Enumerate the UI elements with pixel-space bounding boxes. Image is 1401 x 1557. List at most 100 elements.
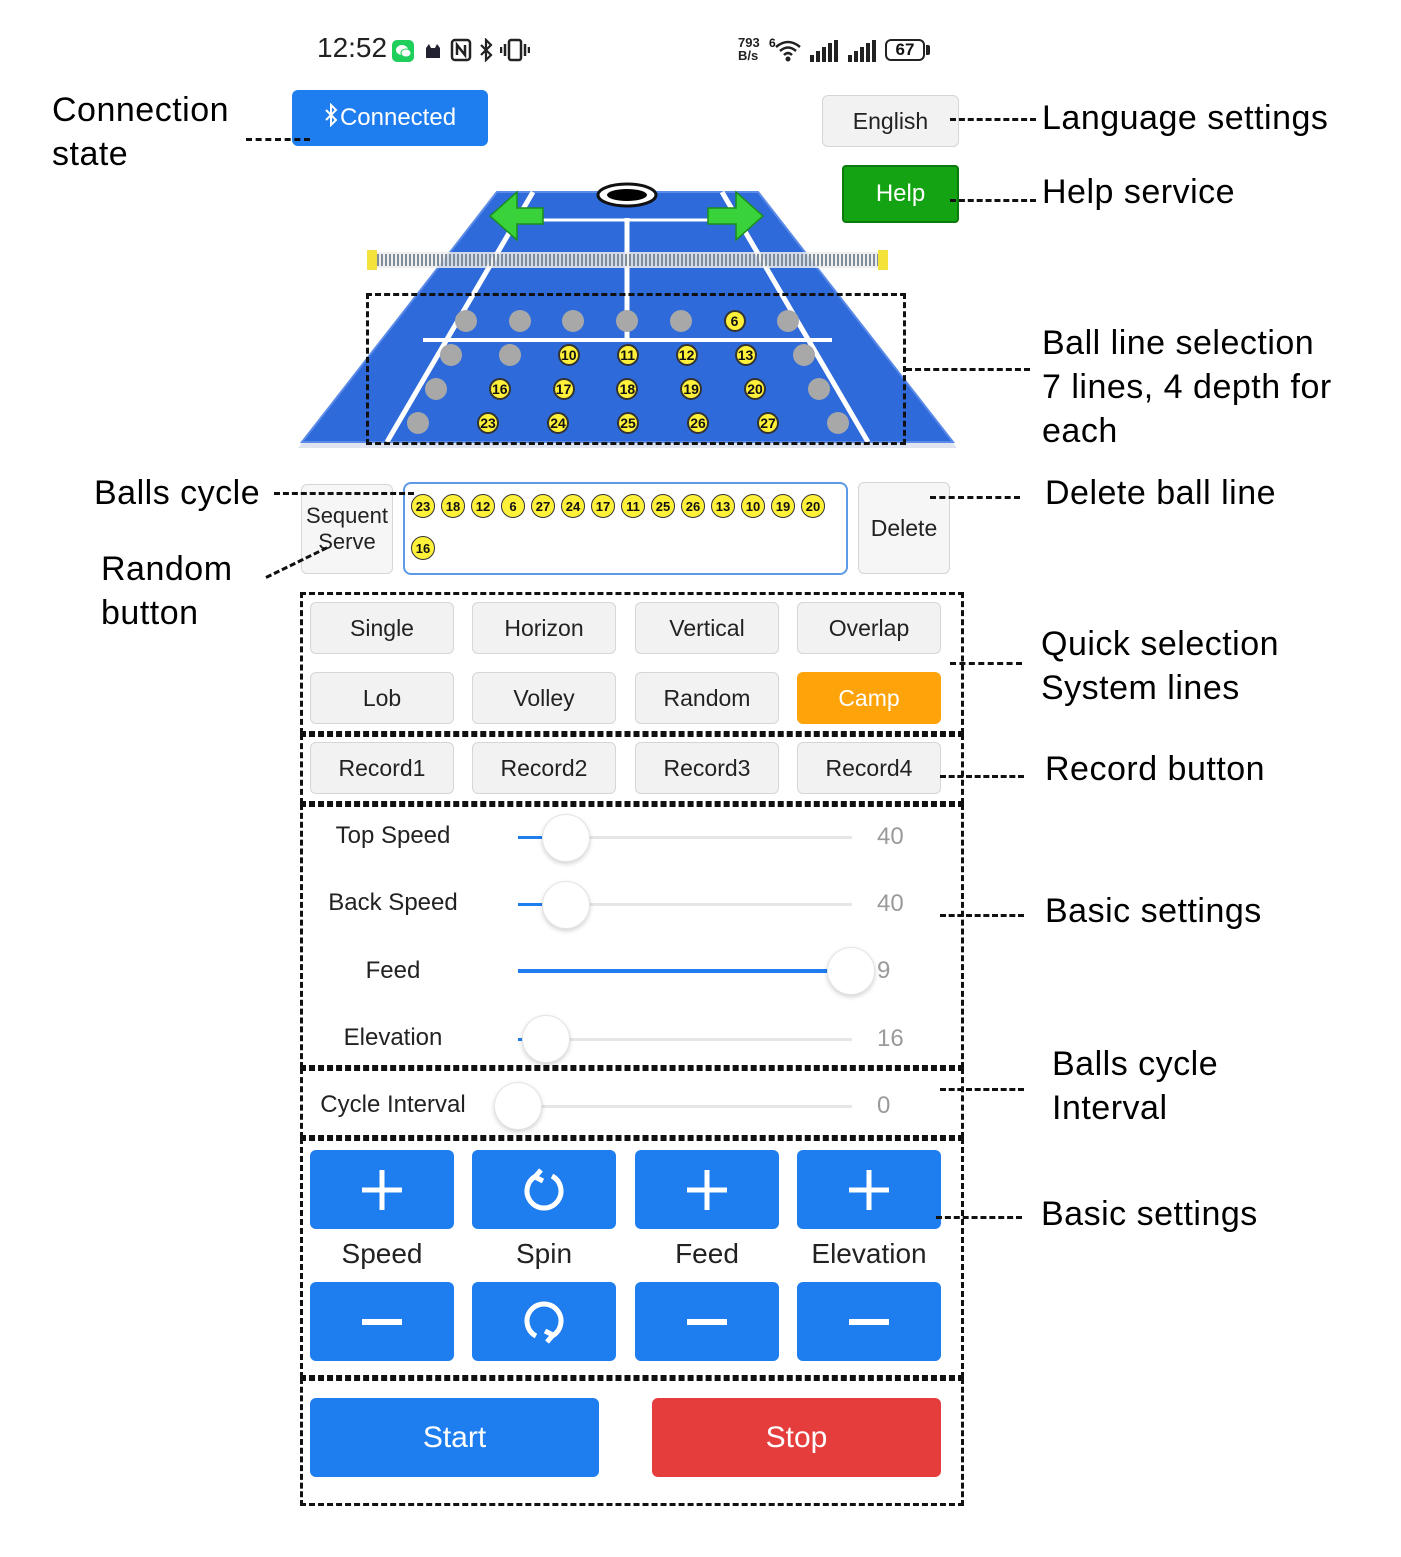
sequent-serve-line1: Sequent	[306, 503, 388, 528]
help-button[interactable]: Help	[842, 165, 959, 223]
court-ball-empty[interactable]	[440, 344, 462, 366]
court-ball-20[interactable]: 20	[744, 378, 766, 400]
annotation-connection: Connection state	[52, 88, 229, 176]
stop-button[interactable]: Stop	[652, 1398, 941, 1477]
court-ball-25[interactable]: 25	[617, 412, 639, 434]
connector-basic1	[940, 914, 1024, 917]
back-speed-label: Back Speed	[328, 889, 458, 916]
cycle-interval-track[interactable]	[518, 1105, 852, 1108]
delete-label: Delete	[870, 514, 938, 541]
court-ball-empty[interactable]	[616, 310, 639, 332]
annotation-balls-cycle: Balls cycle	[94, 474, 261, 512]
court-ball-16[interactable]: 16	[488, 378, 511, 400]
court-ball-empty[interactable]	[827, 412, 849, 434]
sequent-serve-line2: Serve	[318, 529, 376, 554]
court-ball-17[interactable]: 17	[552, 378, 575, 400]
court-ball-13[interactable]: 13	[734, 344, 757, 366]
battery-icon: 67	[885, 39, 925, 61]
basic-settings-box	[300, 804, 964, 1068]
speed-minus-button[interactable]	[310, 1282, 454, 1361]
language-button[interactable]: English	[822, 95, 959, 147]
spin-up-button[interactable]	[472, 1150, 616, 1229]
court-ball-empty[interactable]	[562, 310, 585, 332]
sequence-ball: 6	[501, 494, 525, 518]
top-speed-track[interactable]	[518, 836, 852, 839]
court-ball-26[interactable]: 26	[687, 412, 709, 434]
signal-icon	[810, 40, 840, 67]
elevation-track[interactable]	[518, 1038, 852, 1041]
spin-down-button[interactable]	[472, 1282, 616, 1361]
elevation-minus-button[interactable]	[797, 1282, 941, 1361]
delete-button[interactable]: Delete	[858, 482, 950, 574]
quick-single-label: Single	[350, 614, 414, 641]
cycle-interval-box	[300, 1068, 964, 1138]
quick-vertical-button[interactable]: Vertical	[635, 602, 779, 654]
annotation-basic1: Basic settings	[1045, 892, 1262, 930]
feed-minus-button[interactable]	[635, 1282, 779, 1361]
tennis-court[interactable]	[295, 180, 960, 452]
court-ball-18[interactable]: 18	[616, 378, 639, 400]
quick-overlap-label: Overlap	[828, 614, 910, 641]
plus-icon	[849, 1169, 889, 1210]
court-ball-empty[interactable]	[777, 310, 800, 332]
quick-volley-button[interactable]: Volley	[472, 672, 616, 724]
court-ball-24[interactable]: 24	[547, 412, 569, 434]
record3-button[interactable]: Record3	[635, 742, 779, 794]
connected-button[interactable]: Connected	[292, 90, 488, 146]
court-ball-11[interactable]: 11	[616, 344, 639, 366]
court-ball-empty[interactable]	[793, 344, 816, 366]
annotation-connection-line2: state	[52, 135, 129, 173]
feed-thumb[interactable]	[827, 947, 875, 995]
sequence-ball: 19	[771, 494, 795, 518]
feed-plus-button[interactable]	[635, 1150, 779, 1229]
court-ball-23[interactable]: 23	[477, 412, 499, 434]
speed-plus-button[interactable]	[310, 1150, 454, 1229]
quick-overlap-button[interactable]: Overlap	[797, 602, 941, 654]
connector-ball-line	[906, 368, 1030, 371]
wifi-sup: 6	[769, 36, 776, 50]
quick-lob-button[interactable]: Lob	[310, 672, 454, 724]
quick-single-button[interactable]: Single	[310, 602, 454, 654]
record-box	[300, 734, 964, 804]
back-speed-track[interactable]	[518, 903, 852, 906]
start-button[interactable]: Start	[310, 1398, 599, 1477]
top-speed-thumb[interactable]	[542, 814, 590, 862]
court-ball-empty[interactable]	[508, 310, 531, 332]
elevation-plus-button[interactable]	[797, 1150, 941, 1229]
elevation-control-label: Elevation	[811, 1238, 927, 1269]
elevation-thumb[interactable]	[522, 1015, 570, 1063]
annotation-quick-line1: Quick selection	[1041, 625, 1280, 663]
quick-camp-button[interactable]: Camp	[797, 672, 941, 724]
court-ball-empty[interactable]	[425, 378, 447, 400]
record4-button[interactable]: Record4	[797, 742, 941, 794]
court-ball-10[interactable]: 10	[557, 344, 580, 366]
record1-button[interactable]: Record1	[310, 742, 454, 794]
quick-horizon-button[interactable]: Horizon	[472, 602, 616, 654]
court-ball-6[interactable]: 6	[723, 310, 746, 332]
bluetooth-icon	[324, 102, 338, 134]
court-ball-empty[interactable]	[669, 310, 692, 332]
court-ball-19[interactable]: 19	[680, 378, 703, 400]
sequence-ball: 18	[441, 494, 465, 518]
elevation-label: Elevation	[343, 1024, 443, 1051]
annotation-quick: Quick selection System lines	[1041, 622, 1279, 710]
sequent-serve-button[interactable]: Sequent Serve	[301, 484, 393, 574]
sequence-ball: 26	[681, 494, 705, 518]
cycle-interval-thumb[interactable]	[494, 1082, 542, 1130]
court-ball-empty[interactable]	[807, 378, 830, 400]
record4-label: Record4	[825, 754, 913, 781]
court-ball-empty[interactable]	[455, 310, 477, 332]
annotation-random-line1: Random	[101, 550, 233, 588]
quick-camp-label: Camp	[838, 684, 900, 711]
court-ball-empty[interactable]	[498, 344, 521, 366]
court-ball-27[interactable]: 27	[757, 412, 779, 434]
back-speed-thumb[interactable]	[542, 881, 590, 929]
rotate-ccw-icon	[524, 1167, 564, 1210]
record2-button[interactable]: Record2	[472, 742, 616, 794]
quick-random-button[interactable]: Random	[635, 672, 779, 724]
court-ball-12[interactable]: 12	[675, 344, 698, 366]
net-speed-value: 793	[738, 35, 760, 50]
court-ball-empty[interactable]	[407, 412, 429, 434]
